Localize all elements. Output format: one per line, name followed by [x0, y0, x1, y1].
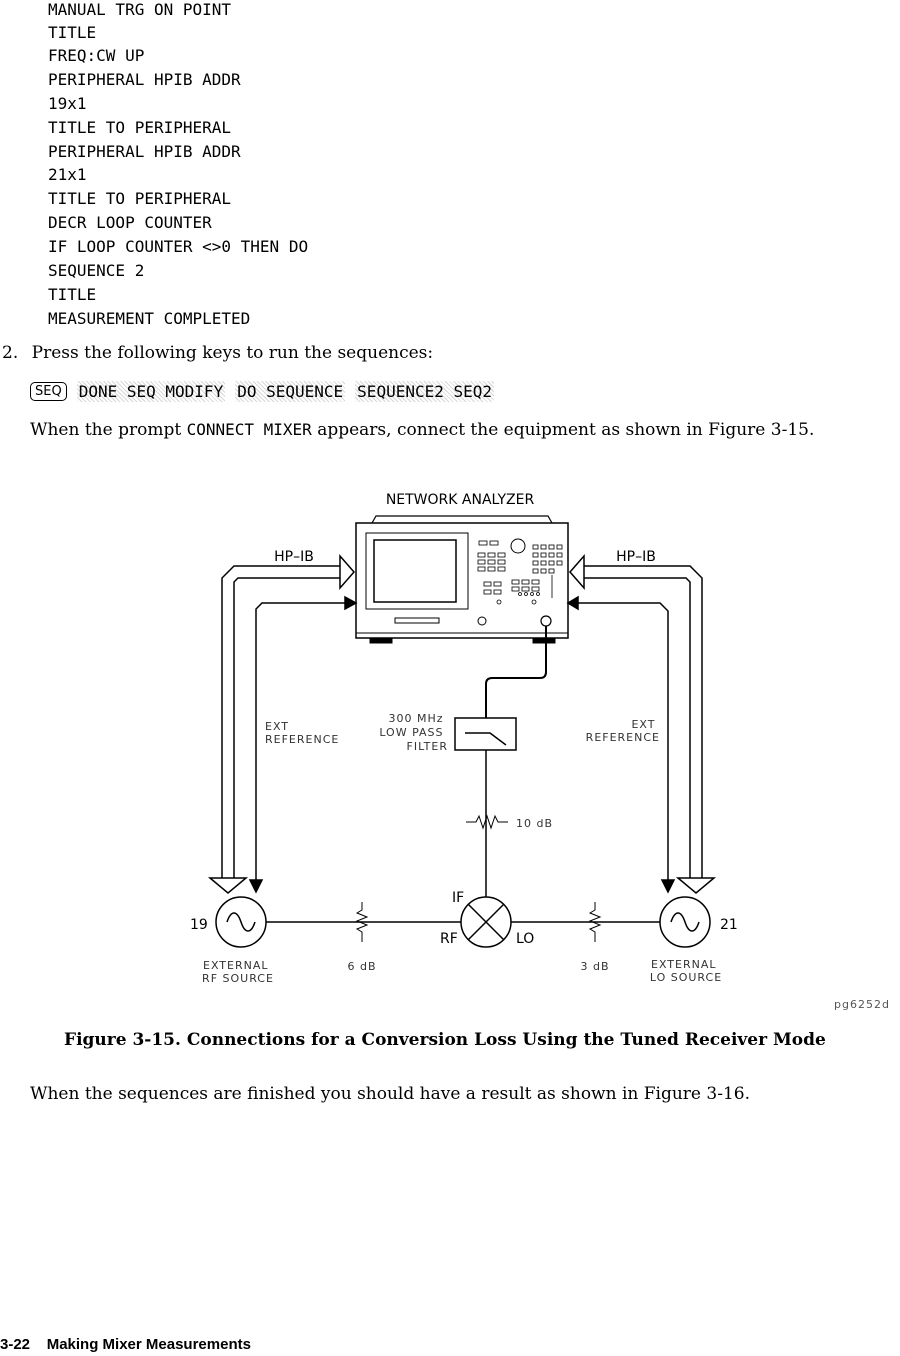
rf-source-icon: [215, 896, 267, 948]
figure-id: pg6252d: [834, 998, 890, 1011]
mixer-if-label: IF: [452, 890, 464, 906]
softkey-do-sequence[interactable]: DO SEQUENCE: [235, 381, 346, 402]
low-pass-filter: [454, 717, 517, 751]
page-number: 3-22: [0, 1336, 31, 1353]
section-title: Making Mixer Measurements: [46, 1336, 251, 1353]
step-number: 2.: [2, 343, 19, 363]
para-text: When the prompt: [30, 420, 187, 440]
prompt-paragraph: When the prompt CONNECT MIXER appears, c…: [30, 420, 814, 440]
softkey-sequence2[interactable]: SEQUENCE2 SEQ2: [355, 381, 495, 402]
page-footer: 3-22 Making Mixer Measurements: [0, 1336, 251, 1353]
rf-source-number: 19: [190, 917, 208, 933]
ext-reference-right-label: EXT REFERENCE: [586, 718, 660, 744]
hpib-label-left: HP–IB: [274, 549, 314, 565]
attenuator-3db-icon: [588, 902, 602, 942]
if-cable: [485, 626, 547, 718]
result-paragraph: When the sequences are finished you shou…: [30, 1084, 750, 1104]
connection-diagram: NETWORK ANALYZER HP–IB HP–IB EXT REFEREN…: [190, 492, 890, 1011]
mixer-icon: [460, 896, 512, 948]
hpib-cable-right: [569, 554, 717, 894]
lo-source-number: 21: [720, 917, 738, 933]
prompt-text: CONNECT MIXER: [186, 420, 312, 439]
code-line: PERIPHERAL HPIB ADDR: [48, 142, 241, 161]
code-line: TITLE: [48, 23, 97, 42]
code-line: DECR LOOP COUNTER: [48, 213, 212, 232]
softkey-done-seq-modify[interactable]: DONE SEQ MODIFY: [76, 381, 226, 402]
code-line: 21x1: [48, 165, 87, 184]
code-line: FREQ:CW UP: [48, 46, 145, 65]
filter-label: 300 MHz LOW PASS FILTER: [379, 712, 448, 753]
code-line: MEASUREMENT COMPLETED: [48, 309, 251, 328]
lo-source-icon: [659, 896, 711, 948]
mixer-lo-label: LO: [516, 931, 534, 947]
code-line: TITLE TO PERIPHERAL: [48, 118, 232, 137]
rf-source-label: EXTERNAL RF SOURCE: [202, 959, 274, 985]
para-text: appears, connect the equipment as shown …: [311, 420, 815, 440]
hpib-label-right: HP–IB: [616, 549, 656, 565]
atten-10-label: 10 dB: [516, 817, 553, 830]
code-line: MANUAL TRG ON POINT: [48, 0, 232, 19]
figure-caption: Figure 3-15. Connections for a Conversio…: [64, 1030, 826, 1050]
code-line: TITLE TO PERIPHERAL: [48, 189, 232, 208]
ext-reference-left-label: EXT REFERENCE: [265, 720, 339, 746]
step-text: Press the following keys to run the sequ…: [31, 343, 434, 363]
atten-3-label: 3 dB: [580, 960, 609, 973]
step-2: 2. Press the following keys to run the s…: [2, 343, 433, 363]
mixer-rf-label: RF: [440, 931, 458, 947]
attenuator-10db-icon: [466, 814, 508, 830]
atten-6-label: 6 dB: [347, 960, 376, 973]
code-line: TITLE: [48, 285, 97, 304]
analyzer-label: NETWORK ANALYZER: [386, 492, 535, 508]
attenuator-6db-icon: [355, 902, 369, 942]
network-analyzer: [355, 515, 569, 644]
ext-reference-left-line: [248, 595, 358, 894]
code-line: IF LOOP COUNTER <>0 THEN DO: [48, 237, 309, 256]
hpib-cable-left: [207, 554, 355, 894]
ext-reference-right-line: [566, 595, 676, 894]
code-line: SEQUENCE 2: [48, 261, 145, 280]
lo-source-label: EXTERNAL LO SOURCE: [650, 958, 722, 984]
key-sequence: SEQ DONE SEQ MODIFY DO SEQUENCE SEQUENCE…: [30, 381, 495, 402]
code-line: PERIPHERAL HPIB ADDR: [48, 70, 241, 89]
seq-hardkey[interactable]: SEQ: [30, 382, 67, 401]
code-line: 19x1: [48, 94, 87, 113]
